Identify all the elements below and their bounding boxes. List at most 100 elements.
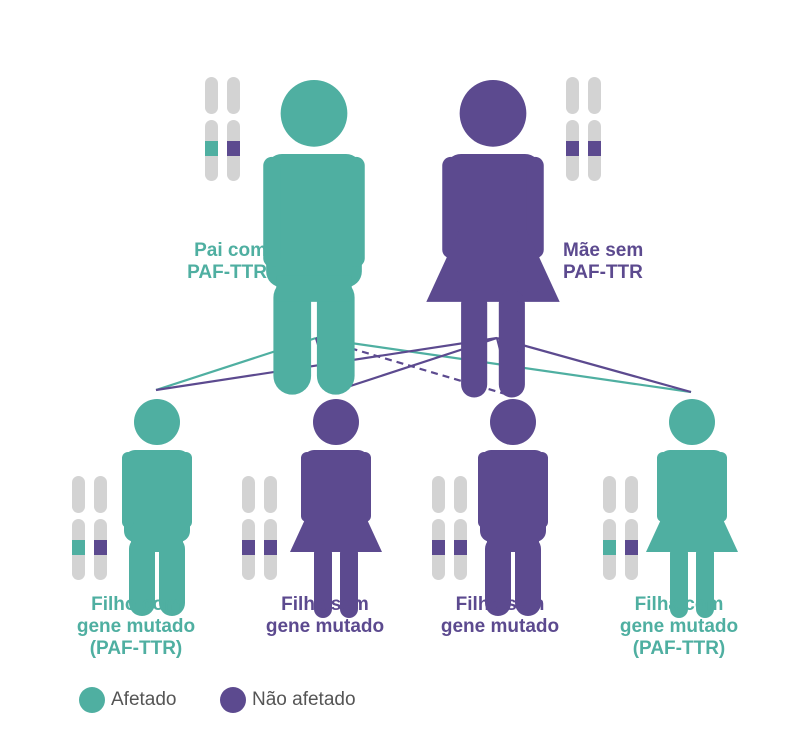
left-leg [129, 536, 155, 616]
chromosome-arm [588, 77, 601, 114]
head [134, 399, 180, 445]
head [313, 399, 359, 445]
right-leg [696, 544, 714, 618]
child-label-line: Filho com [91, 594, 181, 615]
chromosome-arm [432, 476, 445, 513]
ttr-gene-band [625, 540, 638, 555]
left-leg [670, 544, 688, 618]
ttr-gene-band [227, 141, 240, 156]
legend-item-affected: Afetado [79, 686, 177, 714]
ttr-gene-band [205, 141, 218, 156]
hips [131, 534, 183, 552]
legend-label: Afetado [111, 689, 177, 710]
child-1-label: Filho com gene mutado (PAF-TTR) [56, 594, 216, 660]
ttr-gene-band [94, 540, 107, 555]
ttr-gene-band [454, 540, 467, 555]
chromosome-arm [603, 476, 616, 513]
child-label-line: gene mutado [440, 616, 560, 637]
head [280, 80, 348, 147]
child-4-figure [646, 399, 738, 618]
child-label-line: gene mutado [76, 616, 196, 637]
right-leg [515, 536, 541, 616]
father-label: Pai com PAF-TTR [187, 240, 267, 284]
child-1-figure [122, 399, 192, 616]
child-1-chromosomes [72, 476, 107, 580]
child-4-label: Filha com gene mutado (PAF-TTR) [599, 594, 759, 660]
inheritance-lines [155, 336, 692, 398]
left-arm [263, 156, 281, 268]
head [669, 399, 715, 445]
chromosome-arm [72, 476, 85, 513]
left-arm [301, 452, 313, 522]
right-arm [715, 452, 727, 522]
chromosome-arm [242, 476, 255, 513]
father-label-line: PAF-TTR [187, 262, 267, 283]
right-arm [536, 452, 548, 528]
torso [480, 450, 546, 542]
father-label-line: Pai com [194, 240, 267, 261]
child-2-label: Filha sem gene mutado [245, 594, 405, 638]
legend-item-unaffected: Não afetado [220, 686, 356, 714]
chromosome-arm [566, 77, 579, 114]
hips [276, 275, 352, 302]
right-arm [526, 156, 544, 259]
right-leg [340, 544, 358, 618]
father-chromosomes [205, 77, 240, 181]
ttr-gene-band [432, 540, 445, 555]
child-label-line: Filho sem [455, 594, 545, 615]
left-arm [657, 452, 669, 522]
child-label-line: Filha com [634, 594, 724, 615]
skirt [290, 502, 382, 552]
child-4-chromosomes [603, 476, 638, 580]
father-figure [263, 80, 365, 395]
mother-label-line: PAF-TTR [563, 262, 643, 283]
ttr-gene-band [242, 540, 255, 555]
left-leg [485, 536, 511, 616]
chromosome-arm [625, 476, 638, 513]
left-arm [478, 452, 490, 528]
left-arm [122, 452, 134, 528]
torso [445, 153, 541, 236]
inheritance-line [496, 336, 692, 394]
legend-swatch-affected [79, 687, 105, 713]
child-label-line: Filha sem [281, 594, 369, 615]
ttr-gene-band [566, 141, 579, 156]
left-leg [273, 278, 312, 395]
legend-swatch-unaffected [220, 687, 246, 713]
left-arm [442, 156, 460, 259]
mother-chromosomes [566, 77, 601, 181]
head [490, 399, 536, 445]
ttr-gene-band [264, 540, 277, 555]
people-figures [122, 80, 738, 618]
child-label-line: (PAF-TTR) [632, 638, 726, 659]
torso [266, 153, 362, 288]
right-leg [316, 278, 355, 395]
child-3-label: Filho sem gene mutado [420, 594, 580, 638]
legend-label: Não afetado [252, 689, 356, 710]
left-leg [314, 544, 332, 618]
torso [659, 450, 725, 506]
ttr-gene-band [72, 540, 85, 555]
right-arm [347, 156, 365, 268]
child-label-line: gene mutado [265, 616, 385, 637]
child-2-figure [290, 399, 382, 618]
mother-label-line: Mãe sem [563, 240, 644, 261]
ttr-gene-band [588, 141, 601, 156]
mother-label: Mãe sem PAF-TTR [563, 240, 643, 284]
chromosome-arm [227, 77, 240, 114]
ttr-gene-band [603, 540, 616, 555]
chromosome-arm [94, 476, 107, 513]
chromosome-arm [205, 77, 218, 114]
mother-figure [426, 80, 560, 398]
child-label-line: gene mutado [619, 616, 739, 637]
child-2-chromosomes [242, 476, 277, 580]
child-3-figure [478, 399, 548, 616]
chromosome-arm [454, 476, 467, 513]
right-leg [498, 290, 525, 398]
right-arm [359, 452, 371, 522]
torso [124, 450, 190, 542]
chromosome-pairs [72, 77, 638, 580]
left-leg [461, 290, 488, 398]
child-label-line: (PAF-TTR) [89, 638, 183, 659]
torso [303, 450, 369, 506]
